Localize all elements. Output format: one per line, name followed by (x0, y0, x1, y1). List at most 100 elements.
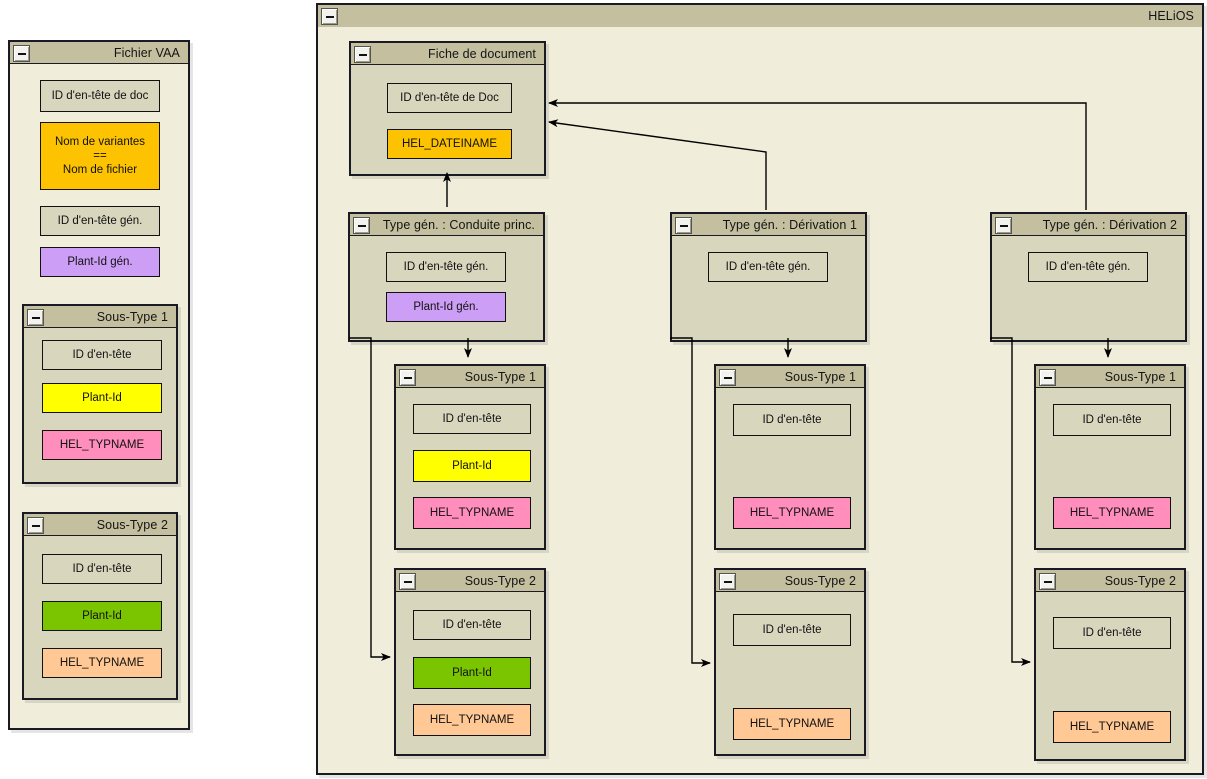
group-conduite-sous-type-1-title: Sous-Type 1 (464, 369, 536, 384)
field-hel-typname[interactable]: HEL_TYPNAME (1053, 711, 1171, 743)
group-sous-type-1[interactable]: Sous-Type 1 ID d'en-tête Plant-Id HEL_TY… (22, 304, 178, 484)
field-label: ID d'en-tête gén. (725, 260, 811, 273)
group-type-derivation-2-titlebar: Type gén. : Dérivation 2 (992, 214, 1185, 236)
collapse-icon[interactable] (1039, 369, 1056, 386)
field-id-entete-gen[interactable]: ID d'en-tête gén. (1028, 252, 1148, 282)
field-label: ID d'en-tête (1082, 626, 1142, 639)
field-hel-typname[interactable]: HEL_TYPNAME (733, 497, 851, 529)
field-label: HEL_TYPNAME (1069, 506, 1155, 519)
field-label: Nom de variantes == Nom de fichier (54, 135, 146, 176)
field-hel-typname[interactable]: HEL_TYPNAME (413, 704, 531, 736)
collapse-icon[interactable] (321, 8, 338, 25)
field-id-entete-gen[interactable]: ID d'en-tête gén. (386, 252, 506, 282)
field-label: ID d'en-tête (1082, 413, 1142, 426)
field-plant-id[interactable]: Plant-Id (42, 383, 162, 413)
group-conduite-sous-type-1-titlebar: Sous-Type 1 (396, 366, 544, 388)
field-plant-id[interactable]: Plant-Id (413, 657, 531, 689)
field-label: Plant-Id (452, 459, 492, 472)
group-conduite-sous-type-2[interactable]: Sous-Type 2 ID d'en-tête Plant-Id HEL_TY… (394, 568, 546, 756)
field-id-entete[interactable]: ID d'en-tête (733, 614, 851, 646)
collapse-icon[interactable] (13, 45, 30, 62)
field-plant-id-gen[interactable]: Plant-Id gén. (386, 292, 506, 322)
collapse-icon[interactable] (399, 369, 416, 386)
group-type-derivation-2[interactable]: Type gén. : Dérivation 2 ID d'en-tête gé… (990, 212, 1187, 342)
group-sous-type-2[interactable]: Sous-Type 2 ID d'en-tête Plant-Id HEL_TY… (22, 512, 178, 700)
collapse-icon[interactable] (27, 517, 44, 534)
field-nom-de-variantes[interactable]: Nom de variantes == Nom de fichier (40, 122, 160, 190)
field-label: ID d'en-tête (442, 618, 502, 631)
field-hel-typname[interactable]: HEL_TYPNAME (733, 708, 851, 740)
collapse-icon[interactable] (354, 46, 371, 63)
collapse-icon[interactable] (353, 217, 370, 234)
panel-helios-titlebar: HELiOS (318, 5, 1202, 27)
panel-helios-title: HELiOS (1148, 9, 1194, 23)
panel-fichier-vaa-title: Fichier VAA (113, 45, 180, 60)
group-type-conduite-princ[interactable]: Type gén. : Conduite princ. ID d'en-tête… (348, 212, 545, 342)
field-id-entete[interactable]: ID d'en-tête (42, 554, 162, 584)
collapse-icon[interactable] (719, 573, 736, 590)
field-hel-dateiname[interactable]: HEL_DATEINAME (387, 129, 512, 159)
panel-fichier-vaa[interactable]: Fichier VAA ID d'en-tête de doc Nom de v… (8, 40, 190, 730)
field-label: Plant-Id gén. (67, 255, 133, 268)
field-id-entete-de-doc[interactable]: ID d'en-tête de Doc (387, 83, 512, 113)
group-type-derivation-1[interactable]: Type gén. : Dérivation 1 ID d'en-tête gé… (670, 212, 867, 342)
group-type-derivation-1-titlebar: Type gén. : Dérivation 1 (672, 214, 865, 236)
panel-helios[interactable]: HELiOS Fiche de document ID d'en-tête de… (316, 3, 1204, 775)
field-label: ID d'en-tête (762, 413, 822, 426)
field-hel-typname[interactable]: HEL_TYPNAME (42, 430, 162, 460)
field-label: HEL_TYPNAME (429, 713, 515, 726)
group-conduite-sous-type-1[interactable]: Sous-Type 1 ID d'en-tête Plant-Id HEL_TY… (394, 364, 546, 550)
field-label: ID d'en-tête gén. (1045, 260, 1131, 273)
field-id-entete[interactable]: ID d'en-tête (1053, 617, 1171, 649)
field-label: HEL_DATEINAME (401, 137, 497, 150)
field-label: HEL_TYPNAME (59, 438, 145, 451)
field-label: ID d'en-tête de doc (51, 89, 149, 102)
group-type-conduite-princ-titlebar: Type gén. : Conduite princ. (350, 214, 543, 236)
collapse-icon[interactable] (995, 217, 1012, 234)
collapse-icon[interactable] (27, 309, 44, 326)
field-hel-typname[interactable]: HEL_TYPNAME (42, 648, 162, 678)
field-id-entete[interactable]: ID d'en-tête (413, 610, 531, 640)
group-derivation1-sous-type-2-titlebar: Sous-Type 2 (716, 570, 864, 592)
group-derivation1-sous-type-1-titlebar: Sous-Type 1 (716, 366, 864, 388)
field-label: HEL_TYPNAME (749, 506, 835, 519)
field-hel-typname[interactable]: HEL_TYPNAME (413, 497, 531, 529)
field-id-entete-gen[interactable]: ID d'en-tête gén. (40, 206, 160, 236)
group-derivation2-sous-type-1-titlebar: Sous-Type 1 (1036, 366, 1184, 388)
field-label: Plant-Id (82, 609, 122, 622)
group-derivation2-sous-type-1[interactable]: Sous-Type 1 ID d'en-tête HEL_TYPNAME (1034, 364, 1186, 550)
field-id-entete-gen[interactable]: ID d'en-tête gén. (708, 252, 828, 282)
field-plant-id[interactable]: Plant-Id (413, 450, 531, 482)
group-type-conduite-princ-title: Type gén. : Conduite princ. (382, 217, 535, 232)
group-fiche-de-document-title: Fiche de document (427, 46, 536, 61)
field-id-entete-de-doc[interactable]: ID d'en-tête de doc (40, 80, 160, 112)
group-sous-type-2-titlebar: Sous-Type 2 (24, 514, 176, 536)
field-plant-id-gen[interactable]: Plant-Id gén. (40, 247, 160, 277)
collapse-icon[interactable] (1039, 573, 1056, 590)
field-label: ID d'en-tête gén. (57, 214, 143, 227)
group-sous-type-2-title: Sous-Type 2 (96, 517, 168, 532)
group-derivation2-sous-type-1-title: Sous-Type 1 (1104, 369, 1176, 384)
group-derivation1-sous-type-2-title: Sous-Type 2 (784, 573, 856, 588)
field-label: Plant-Id gén. (413, 300, 479, 313)
group-type-derivation-2-title: Type gén. : Dérivation 2 (1042, 217, 1177, 232)
field-plant-id[interactable]: Plant-Id (42, 601, 162, 631)
group-derivation1-sous-type-2[interactable]: Sous-Type 2 ID d'en-tête HEL_TYPNAME (714, 568, 866, 756)
collapse-icon[interactable] (675, 217, 692, 234)
group-sous-type-1-titlebar: Sous-Type 1 (24, 306, 176, 328)
group-derivation1-sous-type-1[interactable]: Sous-Type 1 ID d'en-tête HEL_TYPNAME (714, 364, 866, 550)
field-id-entete[interactable]: ID d'en-tête (1053, 404, 1171, 436)
group-derivation2-sous-type-2-title: Sous-Type 2 (1104, 573, 1176, 588)
field-label: ID d'en-tête de Doc (400, 91, 499, 104)
field-label: HEL_TYPNAME (1069, 720, 1155, 733)
collapse-icon[interactable] (719, 369, 736, 386)
group-derivation2-sous-type-2[interactable]: Sous-Type 2 ID d'en-tête HEL_TYPNAME (1034, 568, 1186, 761)
field-id-entete[interactable]: ID d'en-tête (733, 404, 851, 436)
field-label: HEL_TYPNAME (59, 656, 145, 669)
collapse-icon[interactable] (399, 573, 416, 590)
group-fiche-de-document[interactable]: Fiche de document ID d'en-tête de Doc HE… (349, 41, 546, 176)
field-label: Plant-Id (452, 666, 492, 679)
field-hel-typname[interactable]: HEL_TYPNAME (1053, 497, 1171, 529)
field-id-entete[interactable]: ID d'en-tête (413, 404, 531, 434)
field-id-entete[interactable]: ID d'en-tête (42, 340, 162, 370)
